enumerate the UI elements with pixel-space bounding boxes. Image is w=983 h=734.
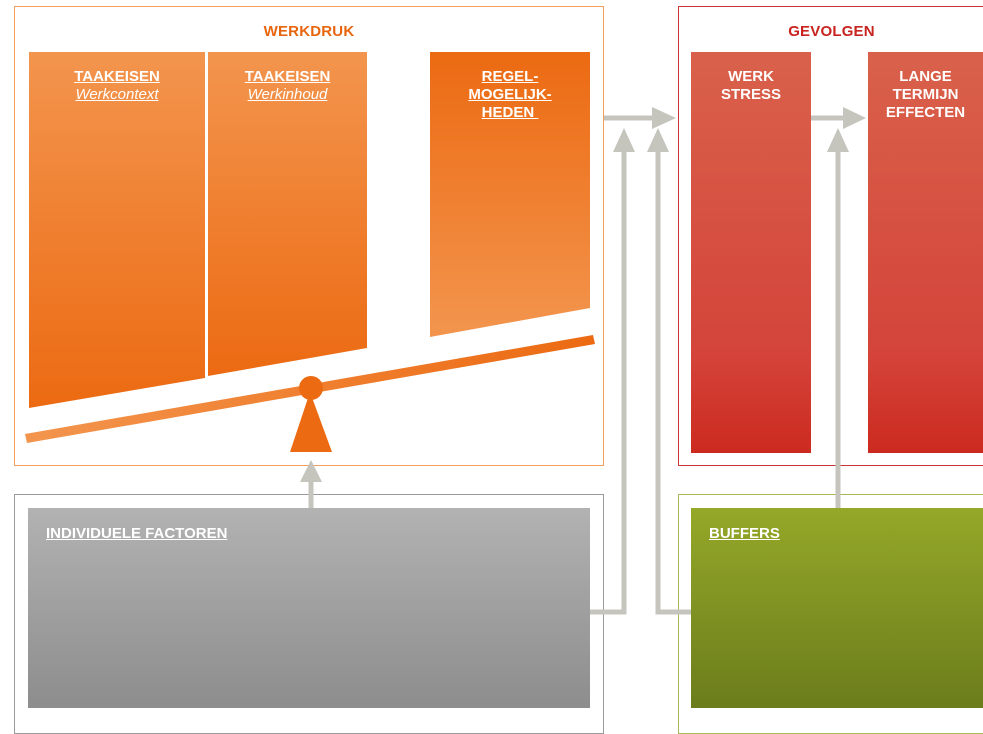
task-demands-context-column: [29, 52, 205, 408]
work-stress-line-1: WERK: [728, 68, 774, 85]
task-demands-content-column: [208, 52, 367, 376]
arrowhead-workload-to-consequences: [652, 107, 676, 129]
task-demands-content-sub: Werkinhoud: [247, 86, 328, 103]
control-options-column: [430, 52, 590, 337]
long-term-effects-column: [868, 52, 983, 453]
arrow-individual-to-consequences: [590, 150, 627, 615]
buffers-label: BUFFERS: [709, 525, 780, 542]
individual-factors-label: INDIVIDUELE FACTOREN: [46, 525, 228, 542]
diagram-canvas: [25, 52, 983, 708]
individual-factors-box: [28, 508, 590, 708]
arrowhead-buffers-up: [647, 128, 669, 152]
work-stress-label: WERK STRESS: [691, 68, 811, 128]
task-demands-context-heading: TAAKEISEN: [74, 68, 160, 85]
control-options-line-3: HEDEN: [481, 104, 539, 121]
control-options-label: REGEL- MOGELIJK- HEDEN: [430, 68, 590, 138]
arrowhead-individual-up: [613, 128, 635, 152]
task-demands-content-heading: TAAKEISEN: [244, 68, 331, 85]
arrow-buffers-to-consequences: [655, 150, 691, 615]
task-demands-content-label: TAAKEISEN Werkinhoud: [208, 68, 367, 128]
long-term-line-3: EFFECTEN: [885, 104, 966, 121]
long-term-line-2: TERMIJN: [892, 86, 959, 103]
control-options-line-2: MOGELIJK-: [468, 86, 552, 103]
seesaw-pivot: [299, 376, 323, 400]
seesaw-fulcrum: [290, 392, 332, 452]
control-options-line-1: REGEL-: [481, 68, 539, 85]
workload-title: WERKDRUK: [263, 23, 355, 40]
arrowhead-buffers-to-longterm: [827, 128, 849, 152]
long-term-line-1: LANGE: [899, 68, 952, 85]
arrowhead-individual-to-seesaw: [300, 460, 322, 482]
work-stress-line-2: STRESS: [720, 86, 781, 103]
long-term-effects-label: LANGE TERMIJN EFFECTEN: [868, 68, 983, 138]
work-stress-column: [691, 52, 811, 453]
consequences-title: GEVOLGEN: [788, 23, 875, 40]
buffers-box: [691, 508, 983, 708]
arrowhead-stress-to-longterm: [843, 107, 866, 129]
task-demands-context-sub: Werkcontext: [75, 86, 159, 103]
task-demands-context-label: TAAKEISEN Werkcontext: [29, 68, 205, 128]
